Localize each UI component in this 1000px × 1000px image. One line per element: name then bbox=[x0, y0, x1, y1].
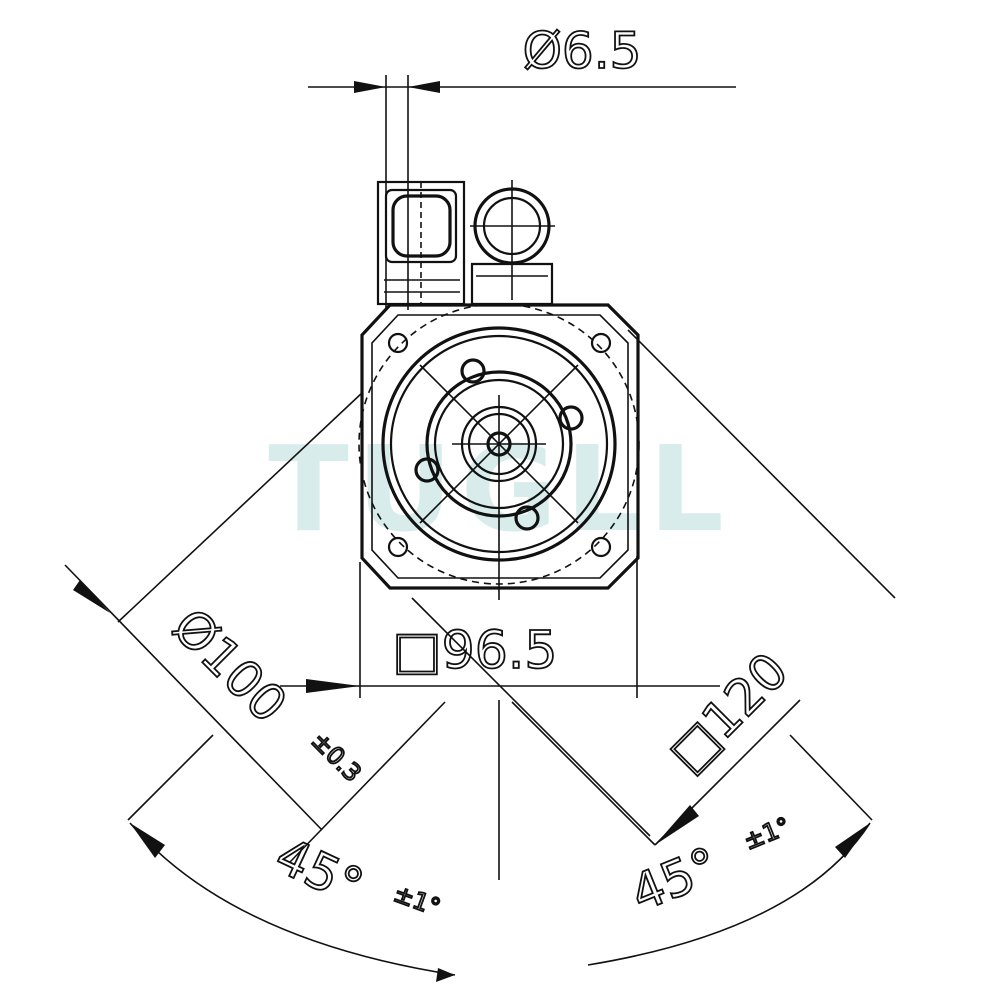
pilot-tolerance-label: ±0.3 bbox=[306, 726, 367, 787]
pilot-diameter-label: Ø100 bbox=[162, 597, 298, 733]
angle-left-tolerance: ±1° bbox=[390, 879, 444, 922]
mounting-hole bbox=[387, 332, 409, 354]
square-flange-label: □96.5 bbox=[393, 621, 558, 681]
watermark: TUGLL bbox=[268, 420, 732, 558]
square-mount-label: □120 bbox=[657, 642, 799, 784]
angle-dimensions: 45° ±1° 45° ±1° bbox=[127, 700, 873, 982]
angle-left-label: 45° bbox=[267, 826, 372, 916]
power-connector bbox=[376, 180, 466, 306]
mounting-hole bbox=[590, 332, 612, 354]
mounting-hole bbox=[387, 536, 409, 558]
angle-right-tolerance: ±1° bbox=[740, 812, 794, 856]
mounting-hole bbox=[590, 536, 612, 558]
angle-right-label: 45° bbox=[623, 836, 727, 923]
mounting-holes bbox=[387, 332, 612, 558]
hole-diameter-label: Ø6.5 bbox=[523, 22, 642, 80]
hole-diameter-dimension: Ø6.5 bbox=[308, 21, 736, 310]
encoder-connector bbox=[470, 180, 555, 306]
center-lines bbox=[419, 364, 579, 600]
